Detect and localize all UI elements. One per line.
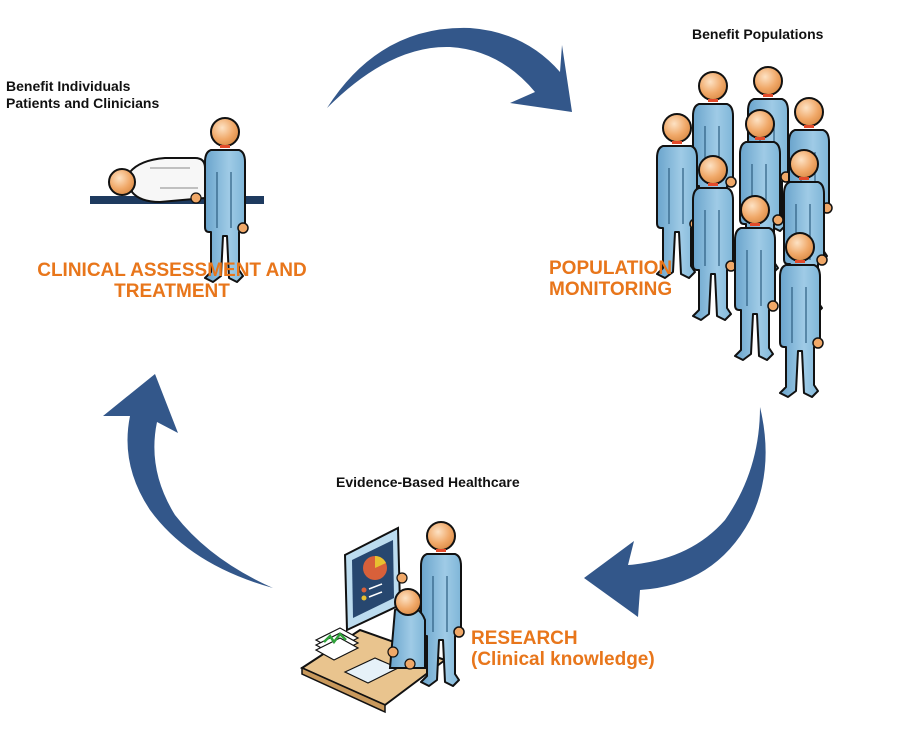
research-title-line: (Clinical knowledge) (471, 649, 655, 670)
clinical-caption-line: Benefit Individuals (6, 78, 131, 94)
population-title-line: MONITORING (549, 279, 673, 300)
research-title-line: RESEARCH (471, 628, 578, 649)
clinical-title-line: TREATMENT (114, 281, 230, 302)
clinical-title-line: CLINICAL ASSESSMENT AND (37, 260, 307, 281)
curved-arrow-right-icon (327, 27, 572, 112)
population-caption: Benefit Populations (692, 26, 823, 43)
clinician-with-patient-icon (90, 117, 264, 283)
population-title: POPULATION MONITORING (549, 258, 672, 300)
research-caption-line: Evidence-Based Healthcare (336, 474, 520, 490)
curved-arrow-down-left-icon (584, 407, 766, 617)
population-title-line: POPULATION (549, 258, 673, 279)
researchers-at-workstation-icon (299, 521, 465, 714)
clinical-title: CLINICAL ASSESSMENT AND TREATMENT (22, 260, 322, 302)
curved-arrow-up-icon (103, 374, 273, 588)
clinical-caption: Benefit Individuals Patients and Clinici… (6, 78, 159, 112)
crowd-of-people-icon (656, 66, 833, 398)
research-caption: Evidence-Based Healthcare (336, 474, 520, 491)
research-title: RESEARCH (Clinical knowledge) (471, 628, 655, 670)
clinical-caption-line: Patients and Clinicians (6, 95, 160, 111)
population-caption-line: Benefit Populations (692, 26, 824, 42)
